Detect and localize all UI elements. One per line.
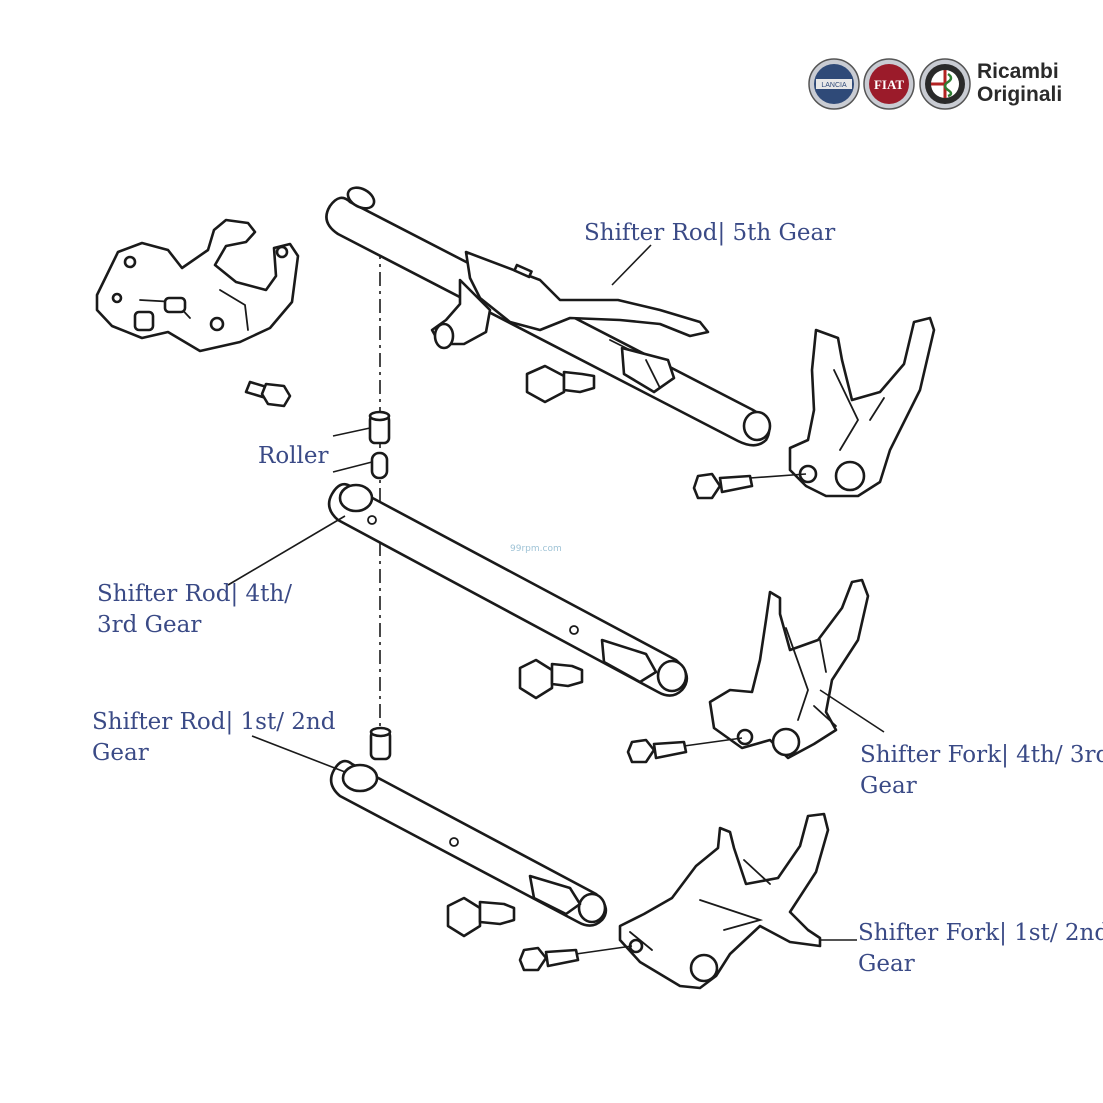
roller-upper — [368, 410, 391, 445]
shifter-fork-5th-gear — [788, 316, 936, 498]
leader-shifter-rod-5th — [611, 244, 652, 286]
roller-lower — [370, 451, 389, 480]
label-shifter-rod-1st-2nd-line2: Gear — [92, 740, 149, 766]
leader-roller-upper — [332, 427, 371, 437]
alfa-romeo-emblem — [919, 58, 971, 110]
brand-line-1: Ricambi — [977, 60, 1059, 83]
leader-shifter-rod-1st-2nd — [251, 735, 346, 773]
fork-bolt-1st-2nd — [518, 946, 580, 972]
shifter-rod-5th-gear — [325, 186, 772, 447]
leader-fork-bolt-1st-2nd — [575, 945, 633, 955]
watermark: 99rpm.com — [510, 544, 562, 554]
roller-small — [369, 726, 392, 761]
shifter-rod-1st-2nd-gear — [329, 759, 608, 927]
label-shifter-rod-4th-3rd-line2: 3rd Gear — [97, 612, 201, 638]
leader-fork-bolt-4th-3rd — [683, 737, 743, 747]
stud-bolt-5th — [525, 364, 596, 404]
stud-bolt-1st-2nd — [446, 896, 516, 938]
brand-line-2: Originali — [977, 83, 1062, 106]
label-shifter-fork-1st-2nd-line2: Gear — [858, 951, 915, 977]
bracket-bolt — [244, 380, 292, 408]
fork-bolt-4th-3rd — [626, 738, 688, 764]
stud-bolt-4th-3rd — [518, 658, 584, 700]
leader-shifter-fork-4th-3rd — [819, 689, 885, 733]
shifter-fork-4th-3rd-gear — [708, 578, 870, 760]
fiat-emblem: FIAT — [863, 58, 915, 110]
brand-logo: LANCIA FIAT Ricambi Originali — [808, 58, 1062, 110]
fiat-emblem-text: FIAT — [874, 77, 904, 92]
lancia-emblem: LANCIA — [808, 58, 860, 110]
label-shifter-rod-4th-3rd-line1: Shifter Rod| 4th/ — [97, 581, 292, 607]
shifter-rod-4th-3rd-gear — [327, 482, 689, 697]
label-shifter-rod-5th-gear: Shifter Rod| 5th Gear — [584, 220, 835, 246]
label-shifter-fork-4th-3rd-line2: Gear — [860, 773, 917, 799]
fork-bolt-5th — [692, 472, 754, 500]
leader-shifter-rod-4th-3rd — [227, 515, 346, 586]
leader-roller-lower — [332, 461, 373, 473]
leader-lines — [227, 244, 885, 955]
label-roller: Roller — [258, 443, 328, 469]
lancia-emblem-text: LANCIA — [821, 82, 847, 89]
leader-fork-bolt-5th — [749, 473, 807, 479]
shifter-fork-1st-2nd-gear — [618, 812, 830, 990]
label-shifter-fork-4th-3rd-line1: Shifter Fork| 4th/ 3rd — [860, 742, 1103, 768]
selector-bracket — [95, 218, 300, 353]
label-shifter-rod-1st-2nd-line1: Shifter Rod| 1st/ 2nd — [92, 709, 336, 735]
label-shifter-fork-1st-2nd-line1: Shifter Fork| 1st/ 2nd — [858, 920, 1103, 946]
